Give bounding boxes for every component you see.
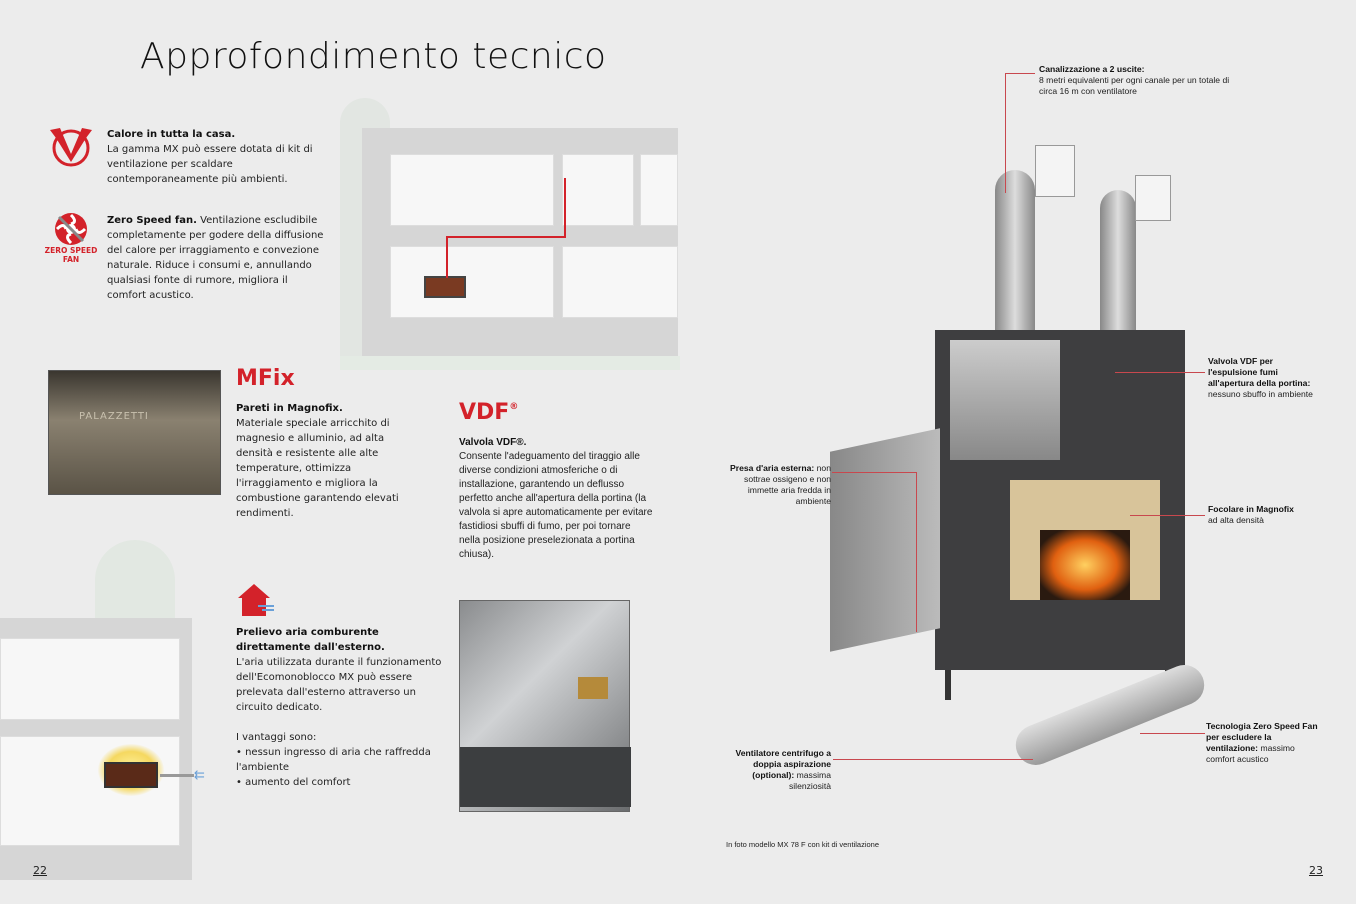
vdf-heading-sup: ® <box>509 402 519 412</box>
feature-zero-speed: Zero Speed fan. Ventilazione escludibile… <box>107 213 327 303</box>
callout-bold: Canalizzazione a 2 uscite: <box>1039 64 1145 74</box>
vdf-heading-text: VDF <box>459 400 510 425</box>
page-number-right: 23 <box>1309 864 1323 877</box>
callout-leader-line <box>1005 73 1006 193</box>
heat-distribution-icon <box>50 128 92 167</box>
stove-cutaway-illustration <box>830 145 1211 820</box>
prelievo-title: Prelievo aria comburente direttamente da… <box>236 627 385 653</box>
mfix-block: Pareti in Magnofix. Materiale speciale ar… <box>236 401 416 521</box>
zero-speed-fan-label: ZERO SPEED FAN <box>44 246 98 264</box>
vdf-block: Valvola VDF®. Consente l'adeguamento del… <box>459 436 654 562</box>
prelievo-block: Prelievo aria comburente direttamente da… <box>236 625 446 790</box>
callout-focolare: Focolare in Magnofix ad alta densità <box>1208 504 1328 526</box>
photo-logo-text: PALAZZETTI <box>79 411 149 422</box>
callout-text: massima silenziosità <box>788 770 831 791</box>
callout-text: massimo comfort acustico <box>1206 743 1295 764</box>
callout-leader-line <box>1115 372 1205 373</box>
callout-leader-line <box>1005 73 1035 74</box>
callout-leader-line <box>916 472 917 632</box>
callout-leader-line <box>1130 515 1205 516</box>
callout-bold: Presa d'aria esterna: <box>730 463 815 473</box>
callout-leader-line <box>1140 733 1205 734</box>
mfix-photo: PALAZZETTI <box>48 370 221 495</box>
callout-text: ad alta densità <box>1208 515 1264 525</box>
vdf-valve-photo <box>459 600 631 812</box>
callout-text: non sottrae ossigeno e non immette aria … <box>744 463 831 506</box>
mfix-title: Pareti in Magnofix. <box>236 403 343 414</box>
air-inflow-arrow-icon: ⇇ <box>194 768 205 783</box>
callout-bold: Focolare in Magnofix <box>1208 504 1294 514</box>
mfix-heading: MFix <box>236 366 295 391</box>
feature-text: La gamma MX può essere dotata di kit di … <box>107 144 313 185</box>
house-illustration <box>340 98 680 370</box>
house-outdoor-air-illustration: ⇇ <box>0 540 225 880</box>
page-title: Approfondimento tecnico <box>140 36 607 77</box>
callout-valvola-vdf: Valvola VDF per l'espulsione fumi all'ap… <box>1208 356 1313 400</box>
fireplace-icon <box>424 276 466 298</box>
callout-bold: Ventilatore centrifugo a doppia aspirazi… <box>735 748 831 780</box>
callout-zero-speed: Tecnologia Zero Speed Fan per escludere … <box>1206 721 1321 765</box>
callout-presa-aria: Presa d'aria esterna: non sottrae ossige… <box>720 463 831 507</box>
fireplace-icon <box>104 762 158 788</box>
prelievo-text: L'aria utilizzata durante il funzionamen… <box>236 657 442 713</box>
callout-canalizzazione: Canalizzazione a 2 uscite:8 metri equiva… <box>1039 64 1239 97</box>
advantage-item: • nessun ingresso di aria che raffredda … <box>236 747 431 773</box>
page-number-left: 22 <box>33 864 47 877</box>
callout-ventilatore: Ventilatore centrifugo a doppia aspirazi… <box>720 748 831 792</box>
outdoor-air-house-icon <box>238 584 274 616</box>
advantage-item: • aumento del comfort <box>236 777 351 788</box>
vdf-title: Valvola VDF®. <box>459 437 527 448</box>
feature-title: Calore in tutta la casa. <box>107 129 236 140</box>
callout-bold: Valvola VDF per l'espulsione fumi all'ap… <box>1208 356 1311 388</box>
vdf-heading: VDF® <box>459 400 518 426</box>
feature-text: Ventilazione escludibile completamente p… <box>107 215 324 301</box>
callout-text: 8 metri equivalenti per ogni canale per … <box>1039 75 1230 96</box>
feature-heat: Calore in tutta la casa. La gamma MX può … <box>107 127 327 187</box>
mfix-text: Materiale speciale arricchito di magnesi… <box>236 418 399 519</box>
callout-leader-line <box>832 472 917 473</box>
photo-caption: In foto modello MX 78 F con kit di venti… <box>726 840 879 849</box>
callout-text: nessuno sbuffo in ambiente <box>1208 389 1313 399</box>
feature-title: Zero Speed fan. <box>107 215 197 226</box>
callout-leader-line <box>833 759 1033 760</box>
callout-bold: Tecnologia Zero Speed Fan per escludere … <box>1206 721 1318 753</box>
vdf-text: Consente l'adeguamento del tiraggio alle… <box>459 451 653 560</box>
advantages-intro: I vantaggi sono: <box>236 732 317 743</box>
zero-speed-fan-icon <box>55 213 87 245</box>
